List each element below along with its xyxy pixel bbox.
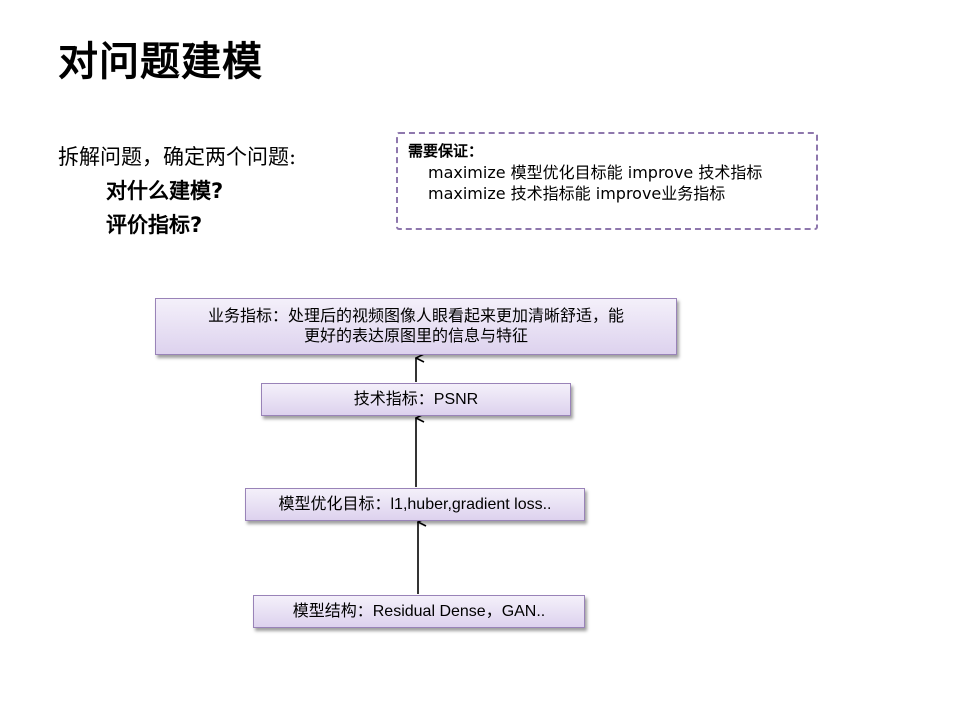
requirement-note: 需要保证： maximize 模型优化目标能 improve 技术指标 maxi… — [396, 132, 818, 230]
box-business-metric-line2: 更好的表达原图里的信息与特征 — [303, 327, 528, 345]
page-title: 对问题建模 — [58, 39, 263, 85]
intro-line: 拆解问题，确定两个问题: — [58, 145, 297, 169]
note-line-1: maximize 模型优化目标能 improve 技术指标 — [428, 163, 763, 182]
box-optimization-objective-label: 模型优化目标：l1,huber,gradient loss.. — [278, 495, 552, 513]
box-business-metric: 业务指标：处理后的视频图像人眼看起来更加清晰舒适，能 更好的表达原图里的信息与特… — [155, 298, 677, 355]
box-model-structure-label: 模型结构：Residual Dense，GAN.. — [292, 602, 546, 620]
box-business-metric-line1: 业务指标：处理后的视频图像人眼看起来更加清晰舒适，能 — [207, 307, 624, 325]
intro-text: 拆解问题，确定两个问题: 对什么建模? 评价指标? — [58, 140, 296, 242]
box-model-structure: 模型结构：Residual Dense，GAN.. — [253, 595, 585, 628]
note-heading: 需要保证： — [408, 142, 484, 160]
box-tech-metric: 技术指标：PSNR — [261, 383, 571, 416]
intro-question-modeling: 对什么建模? — [106, 179, 224, 203]
note-line-2: maximize 技术指标能 improve业务指标 — [428, 184, 726, 203]
intro-question-metric: 评价指标? — [106, 213, 203, 237]
box-tech-metric-label: 技术指标：PSNR — [353, 390, 479, 408]
box-optimization-objective: 模型优化目标：l1,huber,gradient loss.. — [245, 488, 585, 521]
